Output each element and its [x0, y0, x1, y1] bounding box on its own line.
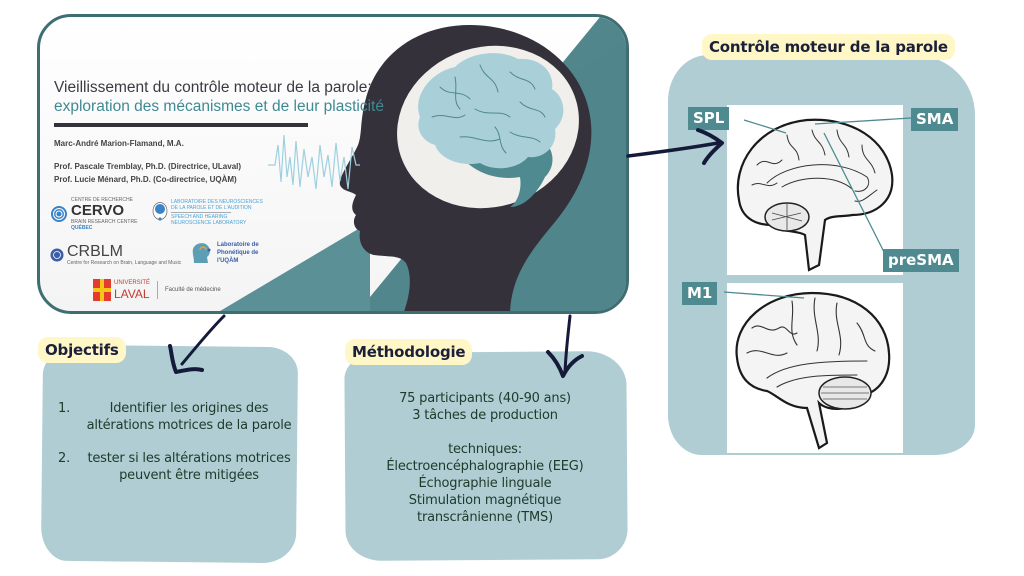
objectif-number: 1.	[58, 401, 71, 416]
meth-tasks: 3 tâches de production	[412, 408, 558, 423]
cervo-sub-text: BRAIN RESEARCH CENTRE	[71, 219, 138, 225]
meth-participants: 75 participants (40-90 ans)	[399, 391, 571, 406]
title-divider	[54, 123, 308, 127]
meth-technique: transcrânienne (TMS)	[417, 510, 553, 525]
laval-divider	[157, 281, 159, 299]
cervo-logo: CENTRE DE RECHERCHE CERVO BRAIN RESEARCH…	[50, 197, 137, 231]
label-m1: M1	[682, 282, 718, 305]
phonetique-line3: l'UQÀM	[217, 258, 239, 264]
title-card-illustration	[220, 17, 626, 311]
laval-logo: UNIVERSITÉ LAVAL Faculté de médecine	[93, 279, 221, 301]
lateral-brain-icon	[735, 291, 891, 450]
supervisor-1: Prof. Pascale Tremblay, Ph.D. (Directric…	[54, 162, 242, 171]
crblm-name: CRBLM	[67, 243, 124, 260]
cervo-emblem-icon	[51, 206, 67, 222]
meth-techniques-heading: techniques:	[448, 442, 522, 457]
cervo-region: QUÉBEC	[71, 225, 93, 231]
objectif-number: 2.	[58, 451, 71, 466]
crblm-emblem-icon	[50, 248, 64, 261]
brain-illustration-icon	[418, 53, 564, 207]
speech-lab-line3: SPEECH AND HEARING	[171, 214, 228, 220]
laval-faculty: Faculté de médecine	[165, 287, 221, 293]
phonetique-logo: Laboratoire de Phonétique de l'UQÀM	[190, 241, 259, 265]
poster-subtitle: exploration des mécanismes et de leur pl…	[54, 98, 384, 115]
laval-line2: LAVAL	[114, 286, 150, 301]
laval-line1: UNIVERSITÉ	[114, 279, 151, 286]
teal-band-lower	[220, 222, 370, 311]
laval-crest-icon	[93, 279, 111, 301]
phonetique-head-icon	[192, 243, 211, 263]
phonetique-line1: Laboratoire de	[217, 242, 259, 248]
meth-technique: Électroencéphalographie (EEG)	[386, 459, 584, 474]
phonetique-line2: Phonétique de	[217, 250, 259, 256]
objectif-text: tester si les altérations motrices peuve…	[87, 451, 291, 483]
speech-lab-line2: DE LA PAROLE ET DE L'AUDITION	[171, 205, 252, 211]
sagittal-brain-image	[727, 105, 903, 275]
author-name: Marc-André Marion-Flamand, M.A.	[54, 139, 184, 148]
supervisor-2: Prof. Lucie Ménard, Ph.D. (Co-directrice…	[54, 175, 237, 184]
title-card: Vieillissement du contrôle moteur de la …	[37, 14, 629, 314]
crblm-logo: CRBLM Centre for Research on Brain, Lang…	[50, 243, 181, 266]
cervo-name: CERVO	[71, 202, 125, 219]
speech-lab-line4: NEUROSCIENCE LABORATORY	[171, 220, 247, 226]
sagittal-brain-icon	[736, 118, 894, 272]
poster-title: Vieillissement du contrôle moteur de la …	[54, 79, 372, 96]
label-sma: SMA	[911, 108, 959, 131]
crblm-sub-text: Centre for Research on Brain, Language a…	[67, 260, 182, 266]
objectifs-heading: Objectifs	[38, 337, 126, 363]
head-profile-icon	[152, 201, 168, 221]
speech-lab-divider	[171, 212, 231, 213]
meth-technique: Échographie linguale	[418, 476, 552, 491]
speech-lab-line1: LABORATOIRE DES NEUROSCIENCES	[171, 199, 263, 205]
sound-wave-icon	[268, 134, 360, 190]
controle-moteur-heading: Contrôle moteur de la parole	[702, 34, 955, 60]
objectif-item: 2. tester si les altérations motrices pe…	[52, 450, 292, 484]
label-presma: preSMA	[883, 249, 959, 272]
label-spl: SPL	[688, 107, 730, 130]
methodologie-heading: Méthodologie	[345, 339, 473, 365]
speech-lab-logo: LABORATOIRE DES NEUROSCIENCES DE LA PARO…	[152, 199, 263, 226]
cervo-top-text: CENTRE DE RECHERCHE	[71, 197, 133, 203]
meth-technique: Stimulation magnétique	[408, 493, 562, 508]
lateral-brain-image	[727, 283, 903, 453]
objectif-item: 1. Identifier les origines des altératio…	[52, 400, 292, 434]
objectifs-list: 1. Identifier les origines des altératio…	[52, 400, 292, 500]
methodologie-content: 75 participants (40-90 ans) 3 tâches de …	[350, 390, 620, 526]
objectif-text: Identifier les origines des altérations …	[86, 401, 292, 433]
